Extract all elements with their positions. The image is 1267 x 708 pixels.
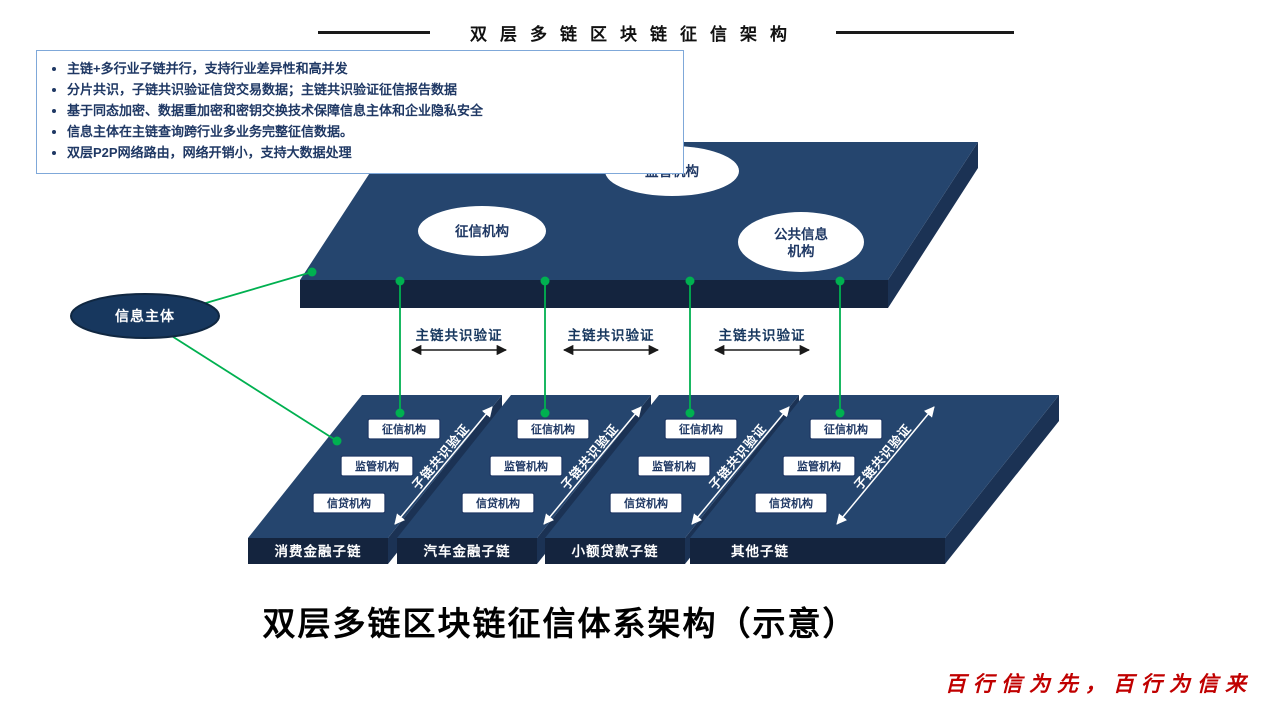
subchain-node-regulator: 监管机构	[489, 455, 563, 477]
main-consensus-2: 主链共识验证	[562, 327, 660, 356]
subchain-node-credit-agency: 信贷机构	[461, 492, 535, 514]
brand-slogan: 百行信为先，百行为信来	[945, 672, 1253, 696]
main-consensus-3: 主链共识验证	[713, 327, 811, 356]
link-dot	[540, 276, 550, 286]
info-subject-ellipse	[70, 293, 220, 339]
node-label-line2: 机构	[788, 243, 815, 259]
link-dot	[307, 267, 317, 277]
subchain-node-regulator: 监管机构	[637, 455, 711, 477]
node-credit-bureau: 征信机构	[418, 206, 546, 256]
subchain-consensus-arrow	[394, 406, 493, 525]
subchain-consensus-arrow	[543, 406, 642, 525]
subchain-front-face	[248, 538, 388, 564]
subchain-other: 子链共识验证 征信机构 监管机构 信贷机构 其他子链	[690, 395, 1059, 564]
main-consensus-label: 主链共识验证	[416, 327, 503, 343]
subchain-node-credit-bureau: 征信机构	[516, 418, 590, 440]
node-box	[461, 492, 535, 514]
node-box	[516, 418, 590, 440]
node-box	[637, 455, 711, 477]
node-label: 征信机构	[382, 422, 426, 436]
subchain-node-credit-bureau: 征信机构	[809, 418, 883, 440]
subchain-consensus-arrow	[691, 406, 790, 525]
node-label: 监管机构	[355, 459, 399, 473]
link-dot	[835, 276, 845, 286]
subchain-name: 消费金融子链	[275, 543, 362, 559]
subchain-consensus-arrow	[836, 406, 935, 525]
link-dot	[395, 408, 405, 418]
title-divider-right	[836, 31, 1014, 34]
figure-caption: 双层多链区块链征信体系架构（示意）	[262, 607, 858, 643]
node-label: 信贷机构	[769, 496, 813, 510]
main-consensus-1: 主链共识验证	[410, 327, 508, 356]
main-platform-side-face	[888, 142, 978, 308]
link-dot	[685, 408, 695, 418]
node-box	[312, 492, 386, 514]
node-box	[367, 418, 441, 440]
subchain-front-face	[545, 538, 685, 564]
node-label: 监管机构	[504, 459, 548, 473]
subchain-name: 小额贷款子链	[572, 543, 659, 559]
info-subject: 信息主体	[70, 293, 220, 339]
node-ellipse	[738, 212, 864, 272]
node-box	[782, 455, 856, 477]
subchain-name: 其他子链	[731, 543, 789, 559]
main-platform-front-face	[300, 280, 888, 308]
subchain-front-face	[397, 538, 537, 564]
main-consensus-label: 主链共识验证	[568, 327, 655, 343]
node-label: 监管机构	[652, 459, 696, 473]
node-label: 信贷机构	[476, 496, 520, 510]
link-subject-subchain	[166, 332, 338, 442]
node-label: 信贷机构	[624, 496, 668, 510]
info-box: 主链+多行业子链并行，支持行业差异性和高并发 分片共识，子链共识验证信贷交易数据…	[36, 50, 684, 174]
info-bullet: 主链+多行业子链并行，支持行业差异性和高并发	[67, 58, 675, 79]
info-bullet: 基于同态加密、数据重加密和密钥交换技术保障信息主体和企业隐私安全	[67, 100, 675, 121]
node-public-info: 公共信息 机构	[738, 212, 864, 272]
node-label: 征信机构	[679, 422, 723, 436]
page-title: 双层多链区块链征信架构	[470, 25, 800, 44]
info-bullet: 双层P2P网络路由，网络开销小，支持大数据处理	[67, 142, 675, 163]
link-dot	[395, 276, 405, 286]
node-label: 征信机构	[824, 422, 868, 436]
node-ellipse	[418, 206, 546, 256]
subchain-front-face	[690, 538, 945, 564]
info-bullet: 信息主体在主链查询跨行业多业务完整征信数据。	[67, 121, 675, 142]
link-dot	[835, 408, 845, 418]
subchain-node-credit-agency: 信贷机构	[312, 492, 386, 514]
info-bullet: 分片共识，子链共识验证信贷交易数据；主链共识验证征信报告数据	[67, 79, 675, 100]
link-subject-mainchain	[198, 271, 313, 306]
node-box	[489, 455, 563, 477]
subchain-node-regulator: 监管机构	[340, 455, 414, 477]
subchain-node-credit-agency: 信贷机构	[609, 492, 683, 514]
node-box	[340, 455, 414, 477]
subchain-name: 汽车金融子链	[424, 543, 511, 559]
link-dot	[540, 408, 550, 418]
subchain-node-regulator: 监管机构	[782, 455, 856, 477]
main-consensus-label: 主链共识验证	[719, 327, 806, 343]
subchain-node-credit-bureau: 征信机构	[367, 418, 441, 440]
title-divider-left	[318, 31, 430, 34]
info-subject-label: 信息主体	[115, 308, 175, 324]
link-dot	[332, 436, 342, 446]
node-box	[609, 492, 683, 514]
node-box	[664, 418, 738, 440]
subchain-side-face	[945, 395, 1059, 564]
node-label: 征信机构	[455, 223, 509, 239]
subchain-node-credit-agency: 信贷机构	[754, 492, 828, 514]
node-label-line1: 公共信息	[774, 226, 828, 242]
info-bullet-list: 主链+多行业子链并行，支持行业差异性和高并发 分片共识，子链共识验证信贷交易数据…	[41, 58, 675, 163]
node-label: 监管机构	[797, 459, 841, 473]
node-box	[754, 492, 828, 514]
node-label: 征信机构	[531, 422, 575, 436]
node-box	[809, 418, 883, 440]
link-dot	[685, 276, 695, 286]
connection-network	[166, 267, 845, 446]
node-label: 信贷机构	[327, 496, 371, 510]
subchain-node-credit-bureau: 征信机构	[664, 418, 738, 440]
